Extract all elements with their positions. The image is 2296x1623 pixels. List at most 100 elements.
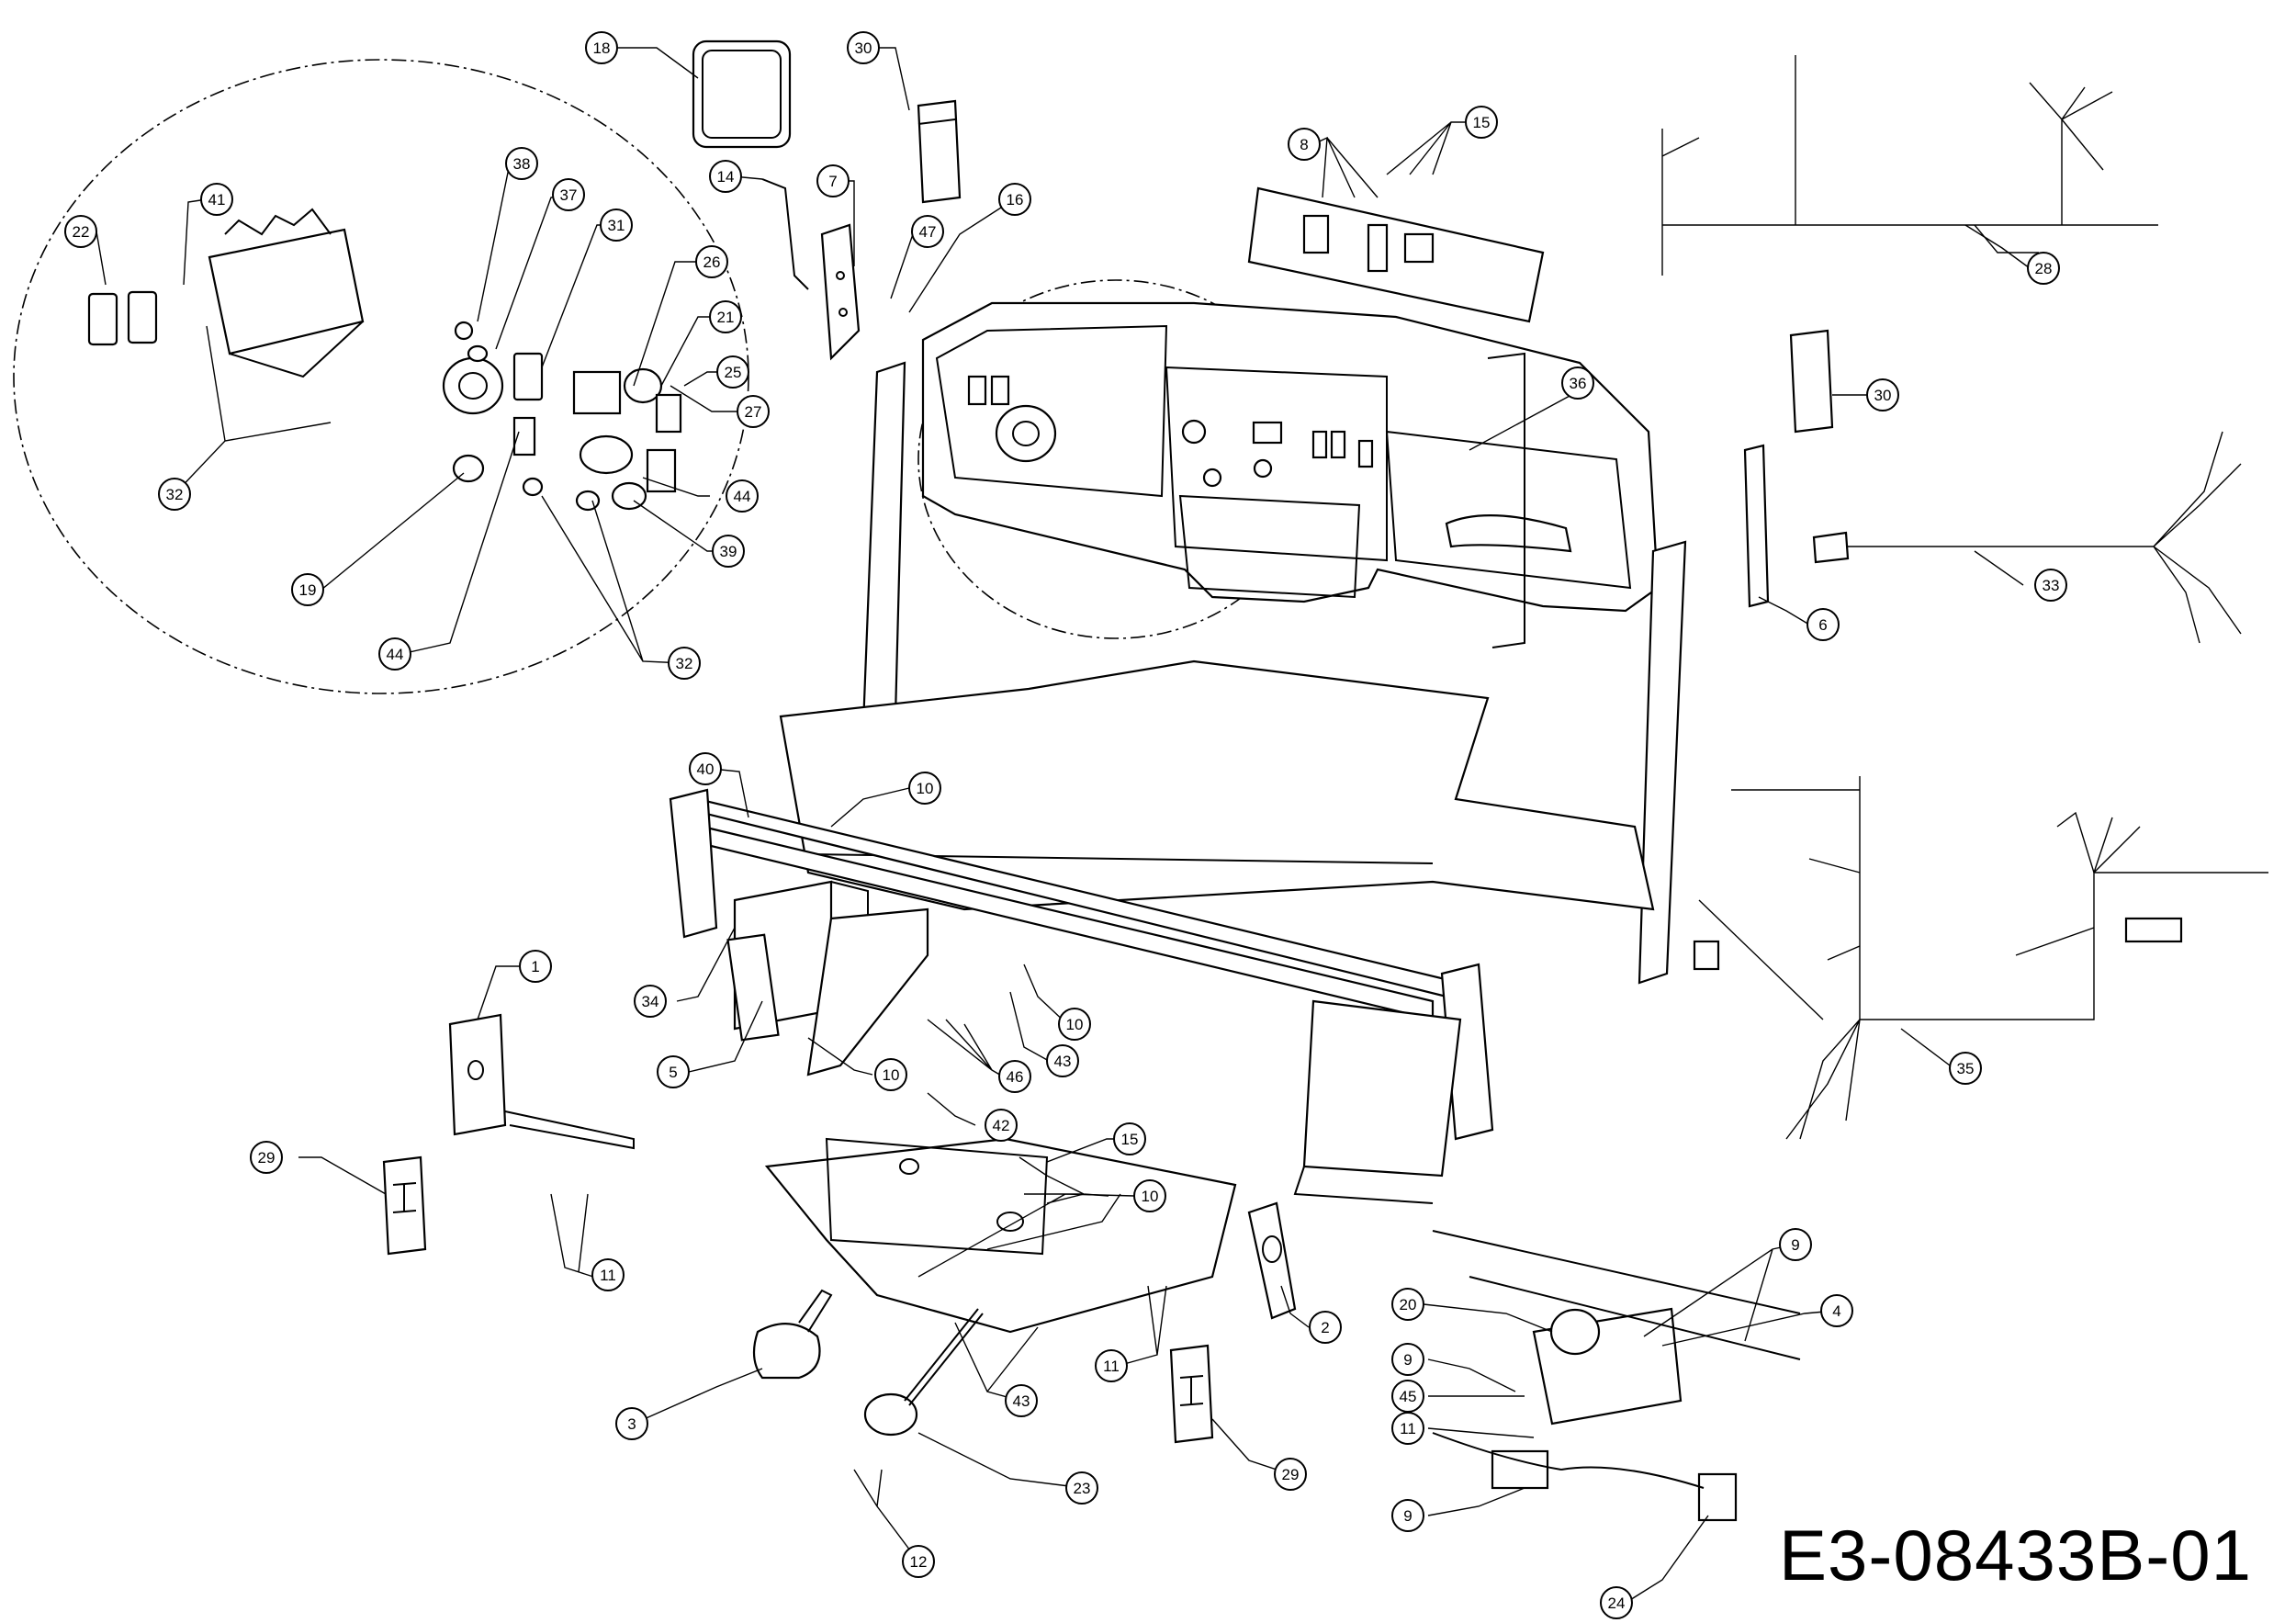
callout-label: 10 <box>1066 1016 1084 1033</box>
callout-label: 24 <box>1608 1595 1626 1612</box>
drawing-code: E3-08433B-01 <box>1778 1515 2252 1595</box>
callout-label: 45 <box>1400 1388 1417 1405</box>
callout-circle <box>519 950 552 983</box>
callout-c15b: 15 <box>1113 1122 1146 1155</box>
switch-cluster-bracket <box>87 208 365 378</box>
callout-label: 5 <box>669 1064 677 1081</box>
callout-circle <box>657 1055 690 1088</box>
callout-c16: 16 <box>998 183 1031 216</box>
dashboard-panel <box>921 301 1660 613</box>
callout-label: 7 <box>828 173 837 190</box>
mounting-plate <box>764 1137 1297 1334</box>
callout-c9b: 9 <box>1391 1343 1424 1376</box>
callout-c26: 26 <box>695 245 728 278</box>
callout-circle <box>1561 366 1594 400</box>
callout-c12: 12 <box>902 1545 935 1578</box>
callout-label: 31 <box>608 217 625 234</box>
callout-circle <box>600 209 633 242</box>
callout-circle <box>250 1141 283 1174</box>
callout-label: 47 <box>919 223 937 241</box>
callout-label: 35 <box>1957 1060 1975 1077</box>
callout-label: 6 <box>1818 616 1827 634</box>
callout-label: 11 <box>1400 1420 1416 1437</box>
callout-label: 29 <box>1282 1466 1300 1483</box>
callout-label: 32 <box>166 486 184 503</box>
callout-label: 18 <box>593 39 611 57</box>
callout-label: 44 <box>387 646 404 663</box>
callout-label: 9 <box>1403 1351 1412 1369</box>
callout-circle <box>1949 1052 1982 1085</box>
callout-c43a: 43 <box>1046 1044 1079 1077</box>
callout-c10d: 10 <box>1133 1179 1166 1212</box>
callout-circle <box>712 535 745 568</box>
callout-c5: 5 <box>657 1055 690 1088</box>
callout-c25: 25 <box>716 355 749 389</box>
callout-c11c: 11 <box>1095 1349 1128 1382</box>
callout-c19: 19 <box>291 573 324 606</box>
callout-c2: 2 <box>1309 1311 1342 1344</box>
callout-c43b: 43 <box>1005 1384 1038 1417</box>
callout-c44a: 44 <box>726 479 759 513</box>
callout-label: 33 <box>2043 577 2060 594</box>
callout-label: 10 <box>1142 1188 1159 1205</box>
callout-circle <box>2027 252 2060 285</box>
callout-c33: 33 <box>2034 569 2067 602</box>
callout-c30a: 30 <box>847 31 880 64</box>
callout-c1: 1 <box>519 950 552 983</box>
callout-label: 39 <box>720 543 737 560</box>
callout-c6: 6 <box>1806 608 1840 641</box>
callout-c9c: 9 <box>1391 1499 1424 1532</box>
callout-label: 11 <box>1103 1358 1120 1375</box>
callout-circle <box>998 183 1031 216</box>
callout-c21: 21 <box>709 300 742 333</box>
callout-c40: 40 <box>689 752 722 785</box>
callout-label: 8 <box>1300 136 1308 153</box>
callout-circle <box>1866 378 1899 411</box>
pedal-part-29-right <box>1169 1344 1214 1444</box>
callout-circle <box>1465 106 1498 139</box>
callout-label: 23 <box>1074 1480 1091 1497</box>
callout-circle <box>615 1407 648 1440</box>
callout-circle <box>1288 128 1321 161</box>
bracket-part-1 <box>448 1013 635 1150</box>
callout-label: 3 <box>627 1415 636 1433</box>
callout-c29a: 29 <box>250 1141 283 1174</box>
seal-part-18 <box>692 39 792 149</box>
callout-c42: 42 <box>985 1109 1018 1142</box>
wiring-harness-part-33 <box>1812 431 2242 644</box>
callout-circle <box>726 479 759 513</box>
callout-label: 30 <box>855 39 872 57</box>
pedal-part-30-top <box>917 99 962 204</box>
callout-circle <box>505 147 538 180</box>
frame-assembly <box>669 352 1687 1204</box>
callout-label: 42 <box>993 1117 1010 1134</box>
callout-circle <box>998 1060 1031 1093</box>
callout-label: 15 <box>1473 114 1491 131</box>
callout-circle <box>709 300 742 333</box>
callout-c18: 18 <box>585 31 618 64</box>
callout-label: 14 <box>717 168 735 186</box>
callout-label: 25 <box>725 364 742 381</box>
callout-c28: 28 <box>2027 252 2060 285</box>
callout-circle <box>911 215 944 248</box>
callout-circle <box>585 31 618 64</box>
callout-label: 36 <box>1570 375 1587 392</box>
callout-circle <box>816 164 850 197</box>
callout-circle <box>985 1109 1018 1142</box>
callout-circle <box>291 573 324 606</box>
callout-circle <box>695 245 728 278</box>
callout-label: 29 <box>258 1149 276 1167</box>
callout-circle <box>908 772 941 805</box>
callout-circle <box>1391 1499 1424 1532</box>
callout-circle <box>591 1258 625 1291</box>
callout-label: 27 <box>745 403 762 421</box>
callout-c27: 27 <box>737 395 770 428</box>
callout-label: 4 <box>1832 1302 1840 1320</box>
callout-label: 37 <box>560 186 578 204</box>
callout-circle <box>1309 1311 1342 1344</box>
callout-c45: 45 <box>1391 1380 1424 1413</box>
callout-label: 19 <box>299 581 317 599</box>
callout-label: 9 <box>1403 1507 1412 1525</box>
callout-circle <box>902 1545 935 1578</box>
callout-c38: 38 <box>505 147 538 180</box>
